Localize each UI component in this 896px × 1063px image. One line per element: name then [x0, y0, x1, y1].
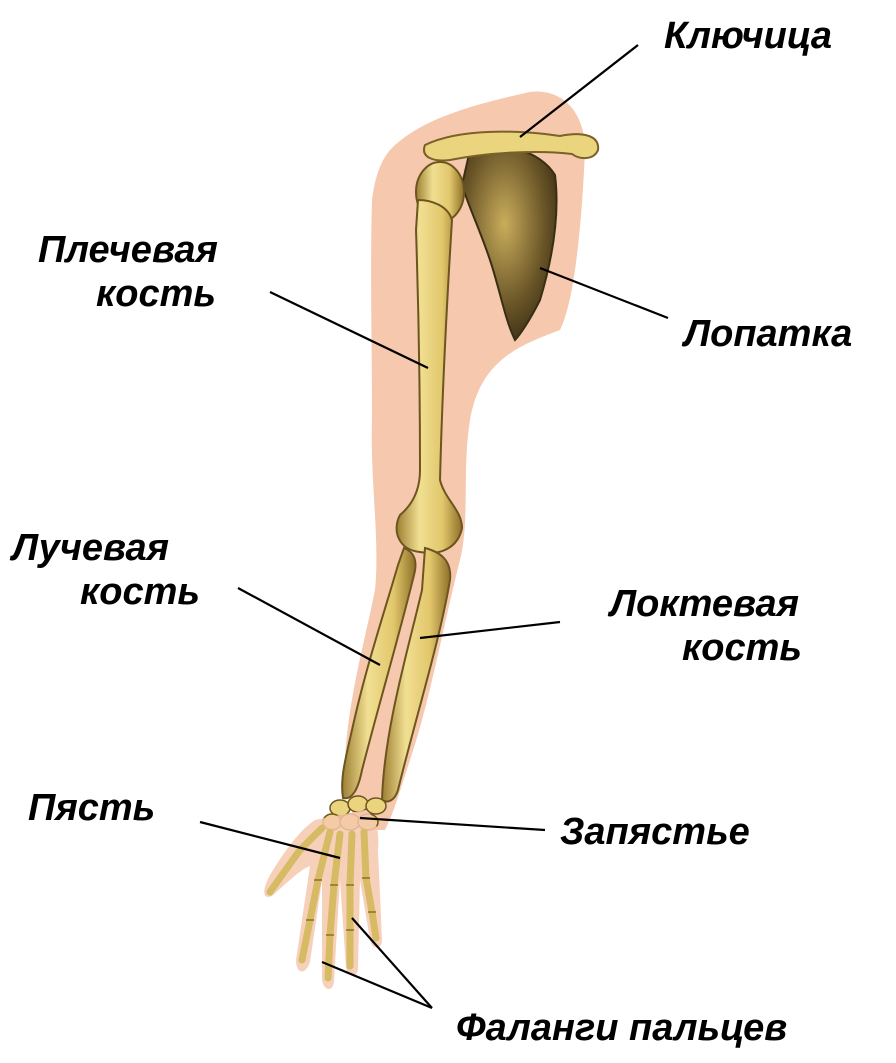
label-phalanges: Фаланги пальцев	[456, 1006, 787, 1050]
label-ulna-line1: Локтевая	[610, 582, 802, 626]
label-ulna-line2: кость	[682, 626, 802, 670]
leader-phalanges-a	[352, 918, 432, 1008]
label-scapula: Лопатка	[684, 312, 852, 356]
label-humerus: Плечевая кость	[38, 228, 218, 316]
label-radius-line2: кость	[80, 570, 200, 614]
leader-radius	[238, 588, 380, 665]
leader-phalanges-b	[322, 962, 432, 1008]
label-wrist: Запястье	[560, 810, 750, 854]
label-radius-line1: Лучевая	[12, 526, 200, 570]
label-humerus-line1: Плечевая	[38, 228, 218, 272]
label-clavicle: Ключица	[664, 14, 832, 58]
label-metacarpus: Пясть	[28, 786, 155, 830]
label-ulna: Локтевая кость	[610, 582, 802, 670]
label-humerus-line2: кость	[96, 272, 218, 316]
label-radius: Лучевая кость	[12, 526, 200, 614]
